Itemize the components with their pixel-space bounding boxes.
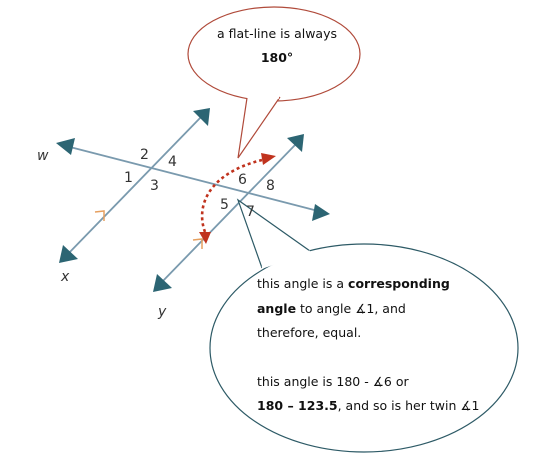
label-line-y: y xyxy=(157,304,167,320)
callout-bottom-line1: this angle is a corresponding xyxy=(257,272,517,297)
callout-bottom-p1-pre: this angle is a xyxy=(257,276,349,291)
callout-bottom-p2-post: , and so is her twin ∡1 xyxy=(337,398,480,413)
arrowhead-w-left xyxy=(56,138,75,155)
callout-bottom-bold-angle: angle xyxy=(257,300,297,316)
arrowhead-w-right xyxy=(312,204,330,221)
callout-bottom-pointer-mask xyxy=(261,250,311,269)
angle-label-1: 1 xyxy=(124,170,133,186)
callout-bottom-pointer xyxy=(236,198,311,269)
angle-label-3: 3 xyxy=(150,178,159,194)
arrowhead-y-top xyxy=(287,134,304,152)
label-line-x: x xyxy=(60,269,70,285)
callout-top-pointer xyxy=(237,96,281,159)
callout-top-line1: a flat-line is always xyxy=(217,26,337,41)
callout-bottom-gap xyxy=(257,346,517,370)
arrowhead-y-bottom xyxy=(153,274,172,292)
angle-label-4: 4 xyxy=(168,154,177,170)
angle-label-5: 5 xyxy=(220,197,229,213)
line-x xyxy=(65,115,203,257)
line-w xyxy=(65,145,323,213)
arc-arrowhead-top xyxy=(261,153,276,165)
callout-bottom-line2: angle to angle ∡1, and xyxy=(257,297,517,322)
angle-label-2: 2 xyxy=(140,147,149,163)
arrowhead-x-bottom xyxy=(59,245,78,263)
arrowhead-x-top xyxy=(193,108,210,126)
callout-top-text: a flat-line is always 180° xyxy=(192,22,362,70)
callout-top-pointer-mask xyxy=(247,96,280,100)
callout-bottom-bubble xyxy=(209,243,519,453)
angle-label-8: 8 xyxy=(266,178,275,194)
callout-bottom-line4: this angle is 180 - ∡6 or xyxy=(257,373,409,389)
parallel-tick-y xyxy=(192,238,203,249)
parallel-tick-x xyxy=(94,210,105,221)
line-y xyxy=(159,143,297,285)
angle-label-7: 7 xyxy=(246,204,255,220)
callout-bottom-bold-calc: 180 – 123.5 xyxy=(257,398,338,413)
callout-bottom-bold-corresponding: corresponding xyxy=(348,276,450,291)
callout-bottom-line5: 180 – 123.5, and so is her twin ∡1 xyxy=(257,394,517,419)
angle-label-6: 6 xyxy=(238,172,247,188)
label-line-w: w xyxy=(37,148,49,164)
callout-bottom-text: this angle is a corresponding angle to a… xyxy=(257,272,517,419)
arc-arrowhead-bottom xyxy=(199,232,211,244)
callout-bottom-p1-post: to angle ∡1, and xyxy=(296,300,406,316)
callout-top-line2: 180° xyxy=(192,46,362,70)
callout-bottom-line3: therefore, equal. xyxy=(257,325,362,340)
callout-top-value: 180° xyxy=(260,50,294,65)
angle-arc xyxy=(200,158,263,233)
